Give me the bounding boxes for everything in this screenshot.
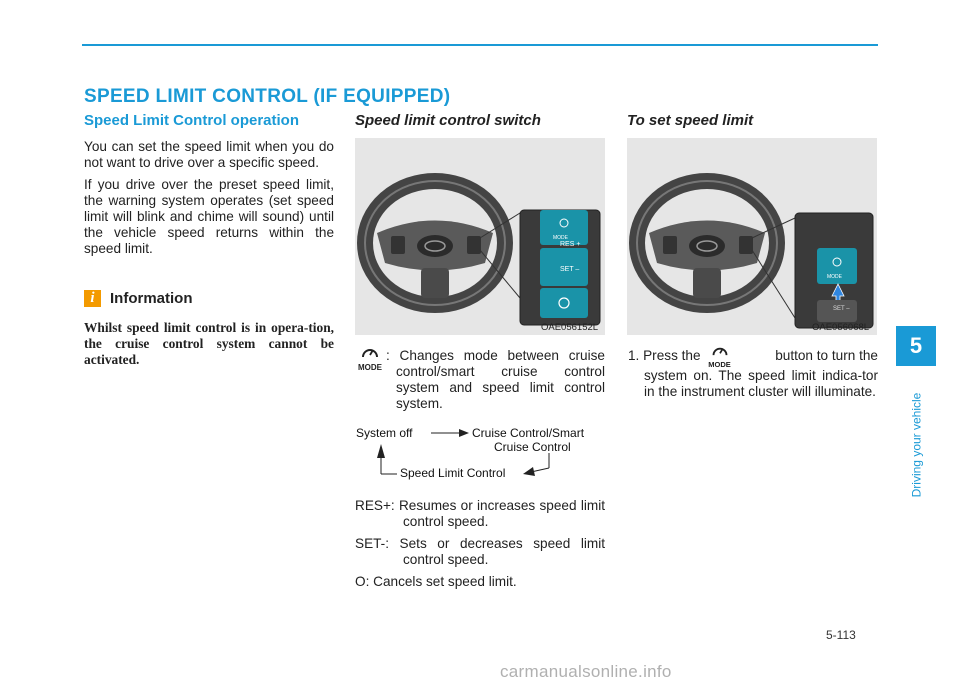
- col1-heading: Speed Limit Control operation: [84, 112, 300, 129]
- def-set: SET-: Sets or decreases speed limit cont…: [355, 536, 605, 567]
- button-definitions: RES+: Resumes or increases speed limit c…: [355, 498, 605, 590]
- mode-icon: MODE: [356, 345, 384, 372]
- diagram-cruise-line2: Cruise Control: [494, 440, 571, 454]
- section-title: SPEED LIMIT CONTROL (IF EQUIPPED): [84, 86, 451, 107]
- steering-wheel-figure-1: MODE RES + SET –: [355, 138, 605, 335]
- def-cancel: O: Cancels set speed limit.: [355, 574, 517, 589]
- def-res: RES+: Resumes or increases speed limit c…: [355, 498, 605, 529]
- chapter-label: Driving your vehicle: [896, 385, 936, 505]
- col3-heading: To set speed limit: [627, 112, 754, 129]
- step-1-rest-2: system on. The speed limit indica-tor in…: [644, 368, 878, 399]
- steering-wheel-figure-2: MODE SET –: [627, 138, 877, 335]
- watermark: carmanualsonline.info: [500, 662, 672, 681]
- col1-body: You can set the speed limit when you do …: [84, 139, 334, 263]
- mode-icon-text: MODE: [358, 363, 382, 372]
- diagram-speed-limit: Speed Limit Control: [400, 466, 506, 480]
- col1-paragraph-2: If you drive over the preset speed limit…: [84, 177, 334, 256]
- speedometer-icon: [362, 349, 378, 358]
- set-switch-label: SET –: [560, 266, 580, 273]
- speedometer-icon-inline: [712, 347, 727, 356]
- res-switch-label: RES +: [560, 241, 581, 248]
- chapter-label-text: Driving your vehicle: [909, 392, 923, 498]
- steering-wheel-illustration: [357, 173, 601, 326]
- step-1-prefix: 1. Press the: [628, 348, 701, 363]
- steering-wheel-illustration-2: [629, 173, 874, 329]
- mode-icon-inline: MODE: [705, 344, 735, 368]
- step-1-rest-1: button to turn the: [775, 348, 878, 363]
- mode-description-text: : Changes mode between cruise control/sm…: [386, 348, 605, 411]
- top-rule: [82, 44, 878, 46]
- step-1: 1. Press the MODE button to turn the sys…: [628, 347, 878, 400]
- diagram-cruise-line1: Cruise Control/Smart: [472, 426, 585, 440]
- col2-heading: Speed limit control switch: [355, 112, 541, 129]
- chapter-tab: 5: [896, 326, 936, 366]
- figure-code-2: OAE056068L: [812, 322, 870, 333]
- mode-description: : Changes mode between cruise control/sm…: [386, 348, 605, 412]
- info-title: Information: [110, 290, 193, 307]
- info-icon: i: [84, 290, 101, 307]
- mode-icon-inline-text: MODE: [708, 360, 731, 369]
- page-number: 5-113: [826, 628, 856, 642]
- mode-switch-label-2: MODE: [827, 274, 842, 280]
- diagram-system-off: System off: [356, 426, 413, 440]
- mode-cycle-arrows: [377, 429, 550, 476]
- set-switch-label-2: SET –: [833, 306, 850, 312]
- info-header: i Information: [84, 290, 193, 307]
- info-text: Whilst speed limit control is in opera-t…: [84, 320, 334, 367]
- col1-paragraph-1: You can set the speed limit when you do …: [84, 139, 334, 170]
- figure-code-1: OAE056152L: [541, 322, 599, 333]
- mode-switch-label: MODE: [553, 235, 568, 241]
